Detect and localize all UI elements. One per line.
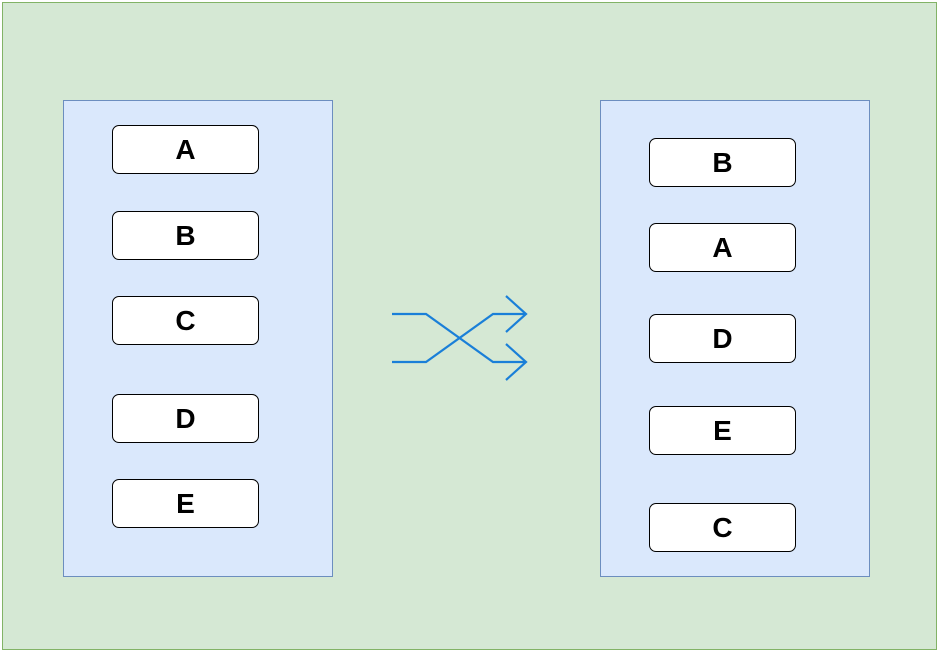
left-item-e: E — [112, 479, 259, 528]
left-item-b: B — [112, 211, 259, 260]
right-item-d: D — [649, 314, 796, 363]
right-item-e: E — [649, 406, 796, 455]
shuffle-icon — [392, 295, 528, 381]
right-item-b: B — [649, 138, 796, 187]
left-item-c: C — [112, 296, 259, 345]
left-item-a: A — [112, 125, 259, 174]
right-item-c: C — [649, 503, 796, 552]
left-item-d: D — [112, 394, 259, 443]
right-item-a: A — [649, 223, 796, 272]
